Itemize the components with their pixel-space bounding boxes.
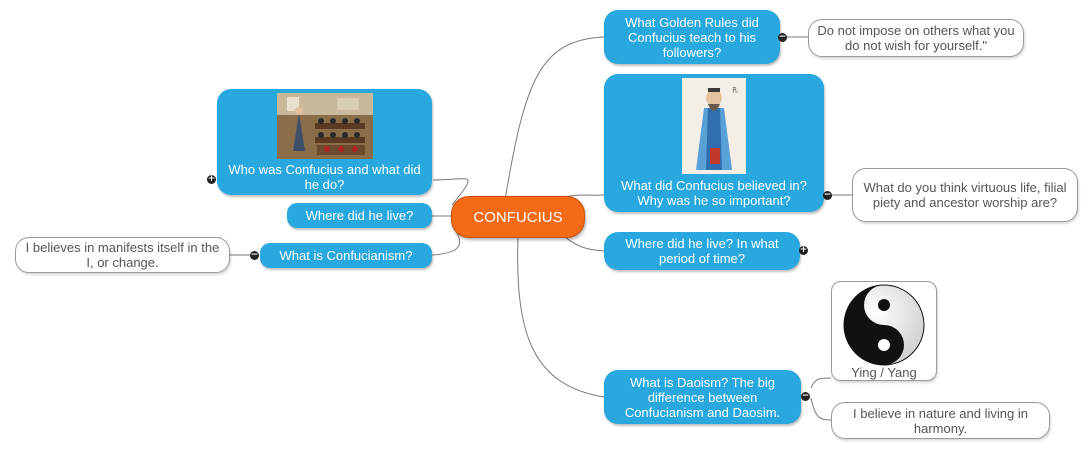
topic-confucius-beliefs-label: What did Confucius believed in? Why was … xyxy=(621,178,807,208)
note-nature-harmony[interactable]: I believe in nature and living in harmon… xyxy=(831,402,1050,439)
central-topic[interactable]: CONFUCIUS xyxy=(451,196,585,238)
topic-where-did-he-live[interactable]: Where did he live? xyxy=(287,203,432,228)
topic-confucius-beliefs[interactable]: 孔 What did Confucius believed in? Why wa… xyxy=(604,74,824,212)
note-i-change-label: I believes in manifests itself in the I,… xyxy=(25,240,220,270)
topic-golden-rules[interactable]: What Golden Rules did Confucius teach to… xyxy=(604,10,780,64)
collapse-toggle-daoism[interactable]: − xyxy=(801,391,810,401)
note-i-change[interactable]: I believes in manifests itself in the I,… xyxy=(15,237,230,273)
topic-where-when-label: Where did he live? In what period of tim… xyxy=(625,236,779,266)
expand-toggle-where-when[interactable]: + xyxy=(799,245,808,255)
topic-where-did-he-live-label: Where did he live? xyxy=(305,208,414,223)
topic-what-is-confucianism-label: What is Confucianism? xyxy=(279,248,413,263)
central-topic-label: CONFUCIUS xyxy=(473,208,563,226)
note-golden-rule[interactable]: Do not impose on others what you do not … xyxy=(808,19,1024,57)
note-virtuous-life[interactable]: What do you think virtuous life, filial … xyxy=(852,168,1078,222)
confucius-portrait-image: 孔 xyxy=(682,78,746,174)
yin-yang-label: Ying / Yang xyxy=(851,365,917,380)
svg-text:孔: 孔 xyxy=(732,86,738,94)
note-golden-rule-label: Do not impose on others what you do not … xyxy=(817,23,1015,53)
classroom-painting-image xyxy=(276,93,373,159)
yin-yang-card[interactable]: Ying / Yang xyxy=(831,281,937,381)
collapse-toggle-beliefs[interactable]: − xyxy=(823,190,832,200)
topic-what-is-confucianism[interactable]: What is Confucianism? xyxy=(260,243,432,268)
topic-golden-rules-label: What Golden Rules did Confucius teach to… xyxy=(625,14,759,60)
topic-where-when[interactable]: Where did he live? In what period of tim… xyxy=(604,232,800,270)
topic-who-was-confucius[interactable]: Who was Confucius and what did he do? xyxy=(217,89,432,195)
expand-toggle-who[interactable]: + xyxy=(207,174,216,184)
yin-yang-icon xyxy=(843,284,925,366)
collapse-toggle-confucianism[interactable]: − xyxy=(250,250,259,260)
topic-daoism-label: What is Daoism? The big difference betwe… xyxy=(624,374,781,420)
collapse-toggle-golden[interactable]: − xyxy=(778,32,787,42)
note-virtuous-life-label: What do you think virtuous life, filial … xyxy=(863,180,1067,210)
note-nature-harmony-label: I believe in nature and living in harmon… xyxy=(853,405,1028,436)
topic-daoism[interactable]: What is Daoism? The big difference betwe… xyxy=(604,370,801,424)
topic-who-was-confucius-label: Who was Confucius and what did he do? xyxy=(228,162,421,192)
